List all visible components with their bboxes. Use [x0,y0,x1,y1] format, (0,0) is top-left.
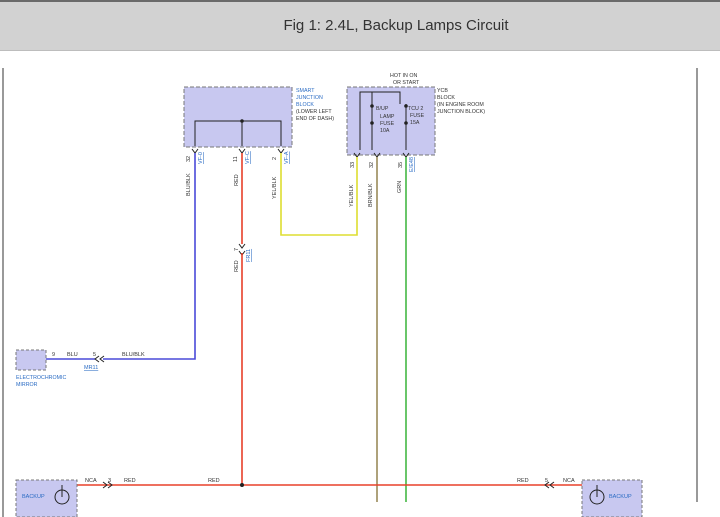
mirror-connector-stub [99,355,105,363]
backup-lamp-right-label: BACKUP [609,494,632,500]
backup-lamp-right-pin: 5 [545,478,548,484]
sjb-label-line: (LOWER LEFT [296,109,332,115]
mirror-label: ELECTROCHROMIC [16,375,66,381]
mirror-pin: 9 [52,352,55,358]
smart-junction-block: SMART JUNCTION BLOCK (LOWER LEFT END OF … [183,86,334,164]
backup-lamp-left-stub [102,481,108,489]
wire-label-red-lower: RED [234,260,240,272]
ycb-pin-number: 32 [369,162,375,168]
wire-label-blu-blk: BLU/BLK [186,173,192,196]
ycb-pin-number: 35 [398,162,404,168]
sjb-splice-dot [240,119,244,123]
fuse-right-dot [404,104,408,108]
fuse-right-label: TCU 2 [408,106,423,112]
ycb-pin-number: 33 [350,162,356,168]
ycb-block: HOT IN ON OR START B/UP LAMP FUSE 10A TC… [346,73,485,172]
ycb-connector-id[interactable]: E/E48 [409,157,415,172]
wire-label-red-bottom-left: RED [124,478,136,484]
fuse-left-label: LAMP [380,114,395,120]
title-bar-top-rule [0,0,720,2]
ycb-box [346,86,436,156]
sjb-connector-id[interactable]: VF-A [284,151,290,164]
wire-label-red-bottom-right: RED [517,478,529,484]
fuse-left-label: FUSE [380,121,395,127]
sjb-pin-number: 11 [233,156,239,162]
sjb-label-line: END OF DASH) [296,116,334,122]
page-title: Fig 1: 2.4L, Backup Lamps Circuit [283,17,509,34]
mirror-box [15,349,47,371]
backup-lamp-left-box [15,479,78,517]
backup-lamp-right: RED 5 NCA BACKUP [517,478,643,517]
backup-lamp-right-stub [544,481,550,489]
mirror-connector-id[interactable]: MR11 [84,365,98,371]
ycb-label-line: BLOCK [437,95,455,101]
sjb-internal-bus [194,120,282,146]
inline-connector-stub [238,243,246,249]
mirror-connector-stub [94,355,100,363]
fuse-right-dot [404,121,408,125]
sjb-label-line: JUNCTION [296,95,323,101]
bottom-splice-dot [240,483,244,487]
inline-connector-id[interactable]: FR11 [246,249,252,262]
backup-lamp-right-nca: NCA [563,478,575,484]
electrochromic-mirror: 9 BLU 5 MR11 ELECTROCHROMIC MIRROR [15,349,105,388]
wire-label-red: RED [234,174,240,186]
ycb-hot-label: HOT IN ON [390,73,417,79]
ycb-label-line: YCB [437,88,448,94]
ycb-label-line: (IN ENGINE ROOM [437,102,484,108]
fuse-right-label: FUSE [410,113,425,119]
wire-label-grn: GRN [397,181,403,193]
sjb-pin-number: 2 [272,157,278,160]
backup-lamp-left-nca: NCA [85,478,97,484]
inline-connector-pin: 7 [234,248,240,251]
wiring-diagram: SMART JUNCTION BLOCK (LOWER LEFT END OF … [2,68,698,517]
sjb-connector-id[interactable]: VF-0 [198,152,204,164]
backup-lamp-left-stub [107,481,113,489]
inline-connector-fr11: 7 FR11 [234,243,252,262]
ycb-label-line: JUNCTION BLOCK) [437,109,485,115]
mirror-connector-pin: 5 [93,352,96,358]
mirror-label: MIRROR [16,382,38,388]
backup-lamp-left-pin: 3 [108,478,111,484]
backup-lamp-left: BACKUP NCA 3 RED [15,478,136,517]
backup-lamp-left-label: BACKUP [22,494,45,500]
fuse-left-dot [370,121,374,125]
ycb-hot-label: OR START [393,80,420,86]
wire-yel-blk [280,153,358,236]
backup-lamp-right-stub [549,481,555,489]
wire-label-brn-blk: BRN/BLK [368,183,374,207]
ycb-internal-bus [359,91,401,150]
wire-blu-blk [103,153,196,360]
sjb-label-line: BLOCK [296,102,314,108]
fuse-left-label: B/UP [376,106,389,112]
fuse-left-label: 10A [380,128,390,134]
fuse-right-label: 15A [410,120,420,126]
backup-lamp-right-box [581,479,643,517]
sjb-label-line: SMART [296,88,315,94]
wire-label-yel-blk: YEL/BLK [349,184,355,207]
wire-label-blu-blk-horizontal: BLU/BLK [122,352,145,358]
title-bar: Fig 1: 2.4L, Backup Lamps Circuit [0,0,720,51]
mirror-wire-label: BLU [67,352,78,358]
fuse-left-dot [370,104,374,108]
wire-label-red-bottom-mid: RED [208,478,220,484]
sjb-connector-id[interactable]: VF-C [245,151,251,164]
sjb-box [183,86,293,148]
sjb-pin-number: 32 [186,156,192,162]
wire-label-yel-blk: YEL/BLK [272,176,278,199]
